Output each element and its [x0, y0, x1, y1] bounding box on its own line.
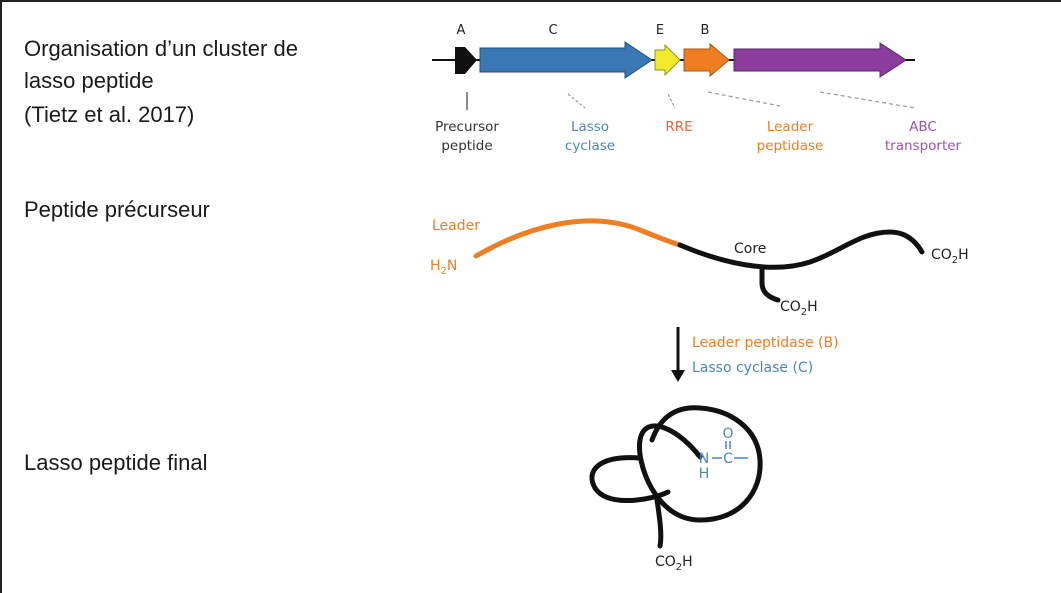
leader-label: Leader: [432, 218, 480, 234]
precursor-label: Peptide précurseur: [24, 197, 210, 222]
gene-b-arrow: [683, 42, 730, 78]
gene-a-caption-line1: Precursor: [435, 119, 499, 135]
gene-cluster: A C E B Precursor peptide Lasso cyclase …: [432, 23, 962, 154]
gene-a-letter: A: [457, 23, 466, 38]
leader-line-b: [707, 91, 781, 107]
side-chain-bond: [759, 265, 781, 303]
side-chain-label: CO2H: [780, 299, 818, 318]
n-terminus-label: H2N: [430, 258, 457, 277]
gene-b-caption-line2: peptidase: [757, 138, 824, 154]
gene-abc-caption-line1: ABC: [909, 119, 937, 135]
gene-c-caption-line1: Lasso: [571, 119, 609, 135]
gene-c-arrow: [479, 41, 653, 79]
carbonyl-oxygen: O: [722, 426, 733, 442]
lasso-peptide-structure: [589, 405, 763, 549]
amide-hydrogen: H: [699, 466, 710, 482]
gene-abc-caption-line2: transporter: [885, 138, 962, 154]
carbonyl-carbon: C: [723, 451, 733, 467]
precursor-peptide: Leader H2N Core CO2H CO2H: [430, 218, 969, 318]
reaction-arrow-group: Leader peptidase (B) Lasso cyclase (C): [671, 327, 839, 382]
leader-segment: [473, 218, 683, 259]
reaction-arrow-head: [671, 370, 685, 382]
gene-c-letter: C: [548, 23, 557, 38]
gene-b-caption-line1: Leader: [767, 119, 814, 135]
reaction-step-leader-peptidase: Leader peptidase (B): [692, 335, 839, 351]
leader-line-e: [667, 93, 676, 109]
cluster-citation: (Tietz et al. 2017): [24, 102, 195, 127]
core-label: Core: [734, 241, 766, 257]
gene-a-arrow: [455, 47, 477, 74]
gene-a-caption-line2: peptide: [441, 138, 492, 154]
amide-nitrogen: N: [699, 451, 709, 467]
leader-line-abc: [819, 91, 916, 109]
lasso-amide: O C N H: [699, 426, 748, 482]
lasso-loop: [589, 455, 671, 503]
gene-e-caption: RRE: [665, 119, 692, 135]
core-segment: [677, 229, 925, 270]
gene-b-letter: B: [701, 23, 710, 38]
reaction-step-lasso-cyclase: Lasso cyclase (C): [692, 360, 813, 376]
gene-c-caption-line2: cyclase: [565, 138, 615, 154]
cluster-title-line1: Organisation d’un cluster de: [24, 36, 298, 61]
gene-e-letter: E: [656, 23, 664, 38]
lasso-tail: [654, 497, 664, 549]
lasso-ring: [636, 405, 763, 523]
cluster-title-line2: lasso peptide: [24, 68, 154, 93]
lasso-tail-label: CO2H: [655, 554, 693, 573]
gene-abc-transporter-arrow: [733, 42, 907, 78]
final-label: Lasso peptide final: [24, 450, 208, 475]
gene-e-arrow: [654, 43, 681, 77]
leader-line-c: [567, 93, 586, 109]
c-terminus-label: CO2H: [931, 247, 969, 266]
